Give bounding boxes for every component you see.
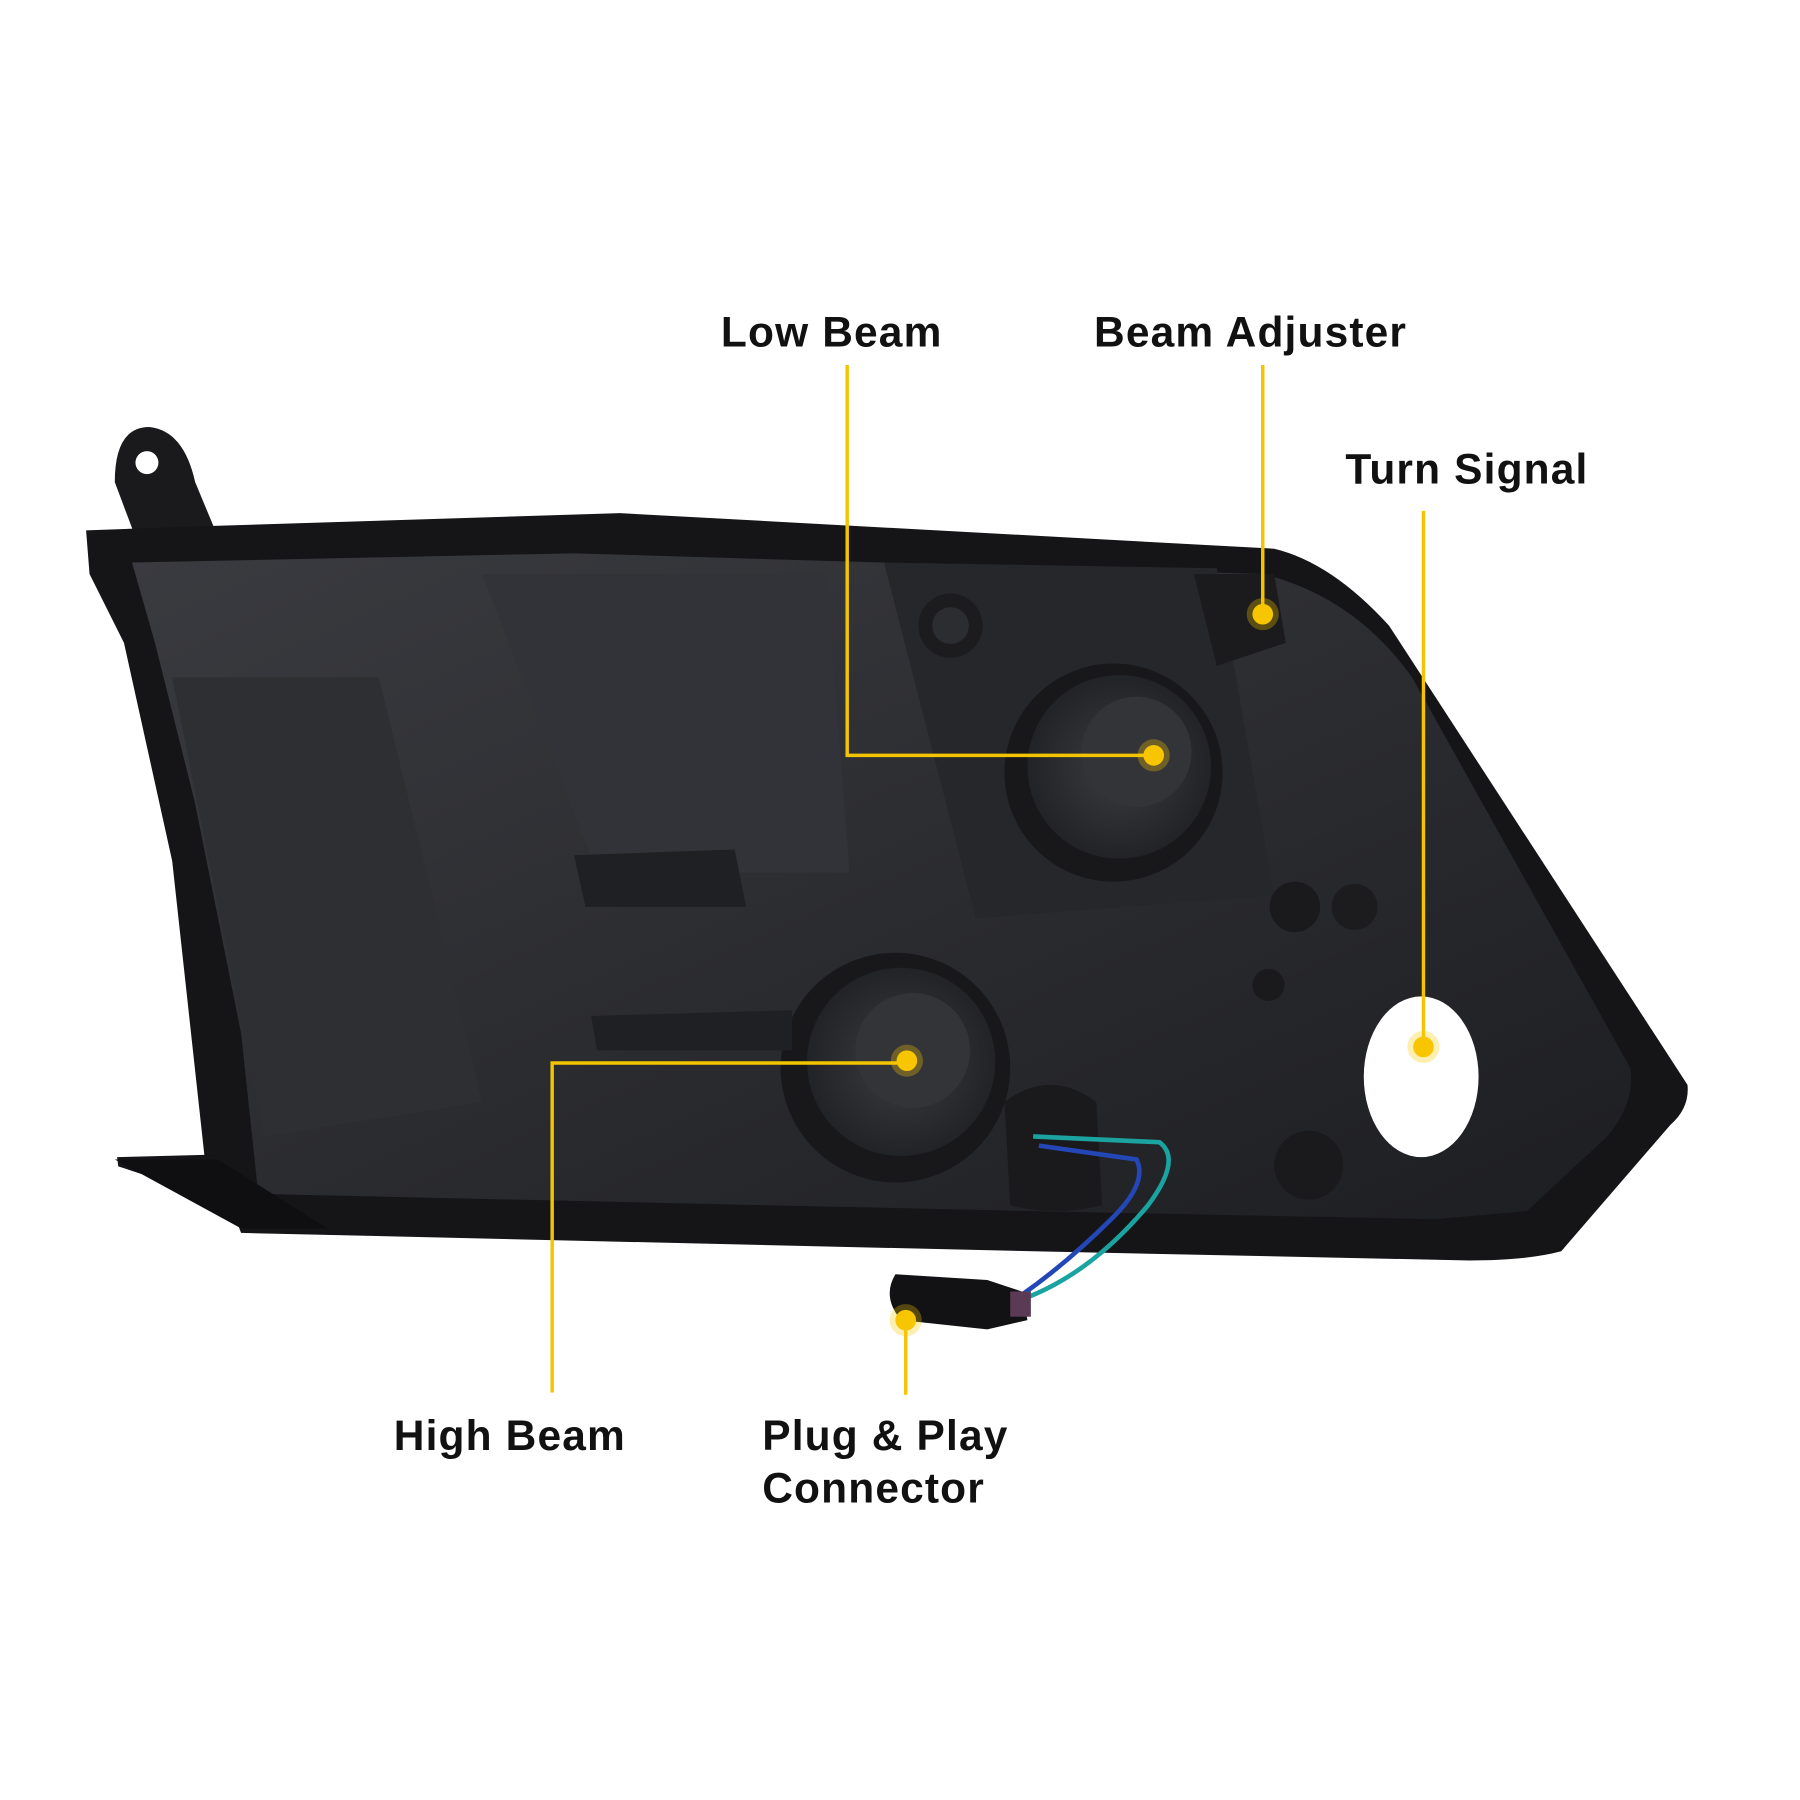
callout-high-beam: High Beam — [394, 1044, 923, 1459]
callout-beam-adjuster: Beam Adjuster — [1094, 309, 1407, 631]
beam-adjuster-marker — [1252, 603, 1274, 625]
turn-signal-marker — [1413, 1036, 1434, 1058]
plug-connector — [889, 1274, 1028, 1330]
high-beam-label: High Beam — [394, 1412, 626, 1459]
headlight-housing — [86, 427, 1688, 1261]
callout-turn-signal: Turn Signal — [1345, 445, 1588, 1064]
wiring-harness — [889, 1134, 1171, 1330]
plug-label-line1: Plug & Play — [762, 1412, 1008, 1459]
plug-connector-marker — [895, 1309, 917, 1331]
callout-low-beam: Low Beam — [721, 309, 1170, 772]
high-beam-marker — [896, 1050, 918, 1072]
plug-label-line2: Connector — [762, 1465, 985, 1512]
beam-adjuster-label: Beam Adjuster — [1094, 309, 1407, 356]
turn-signal-label: Turn Signal — [1345, 445, 1588, 492]
low-beam-marker — [1143, 745, 1165, 766]
low-beam-label: Low Beam — [721, 309, 943, 356]
callout-plug-connector: Plug & Play Connector — [762, 1304, 1008, 1512]
